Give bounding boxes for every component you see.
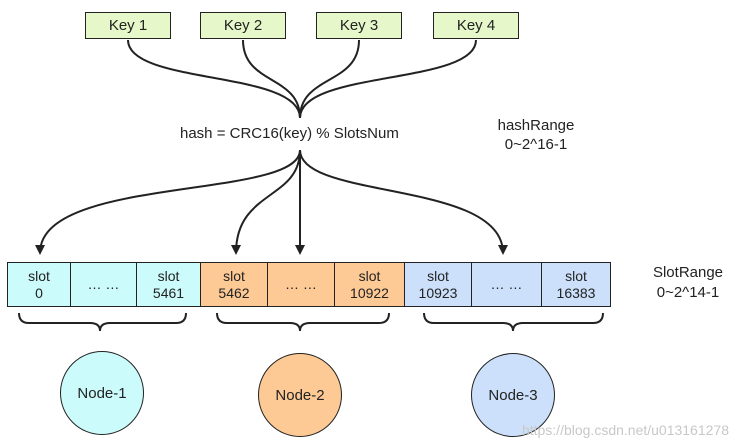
slot-cell: slot 10922: [334, 262, 405, 307]
slot-cell: slot 10923: [404, 262, 472, 307]
slot-ellipsis: … …: [87, 276, 120, 292]
slot-word: slot: [157, 267, 180, 284]
slot-number: 10922: [350, 284, 389, 301]
slot-number: 5462: [218, 284, 250, 301]
slot-ellipsis-cell: … …: [267, 262, 335, 307]
key2-connector: [242, 39, 301, 119]
key4-connector: [299, 39, 477, 119]
slot-number: 10923: [418, 284, 458, 301]
hash-formula: hash = CRC16(key) % SlotsNum: [180, 125, 399, 142]
slot-cell: slot 5461: [136, 262, 201, 307]
slot-ellipsis: … …: [490, 276, 523, 292]
key1-connector: [127, 39, 301, 119]
slot-ellipsis-cell: … …: [471, 262, 542, 307]
key-2-box: Key 2: [200, 12, 286, 39]
slot-range-title: SlotRange: [652, 264, 724, 281]
slot-ellipsis-cell: … …: [70, 262, 137, 307]
slot-cell: slot 0: [7, 262, 71, 307]
slot-number: 0: [35, 284, 43, 301]
arrow-to-slot-0: [35, 149, 301, 255]
node-3-circle: Node-3: [471, 353, 555, 437]
slot-word: slot: [565, 267, 587, 284]
slot-range-value: 0~2^14-1: [656, 284, 720, 301]
node-1-circle: Node-1: [60, 351, 144, 435]
slot-word: slot: [427, 267, 449, 284]
slot-cell: slot 5462: [200, 262, 268, 307]
slot-word: slot: [223, 267, 245, 284]
node-2-circle: Node-2: [258, 353, 342, 437]
arrow-to-slot-5462: [231, 149, 301, 255]
watermark: https://blog.csdn.net/u013161278: [521, 422, 729, 438]
node1-brace: [18, 312, 187, 332]
key-4-box: Key 4: [433, 12, 519, 39]
key3-connector: [299, 39, 360, 119]
slot-word: slot: [28, 267, 50, 284]
node3-brace: [423, 312, 604, 332]
slot-number: 16383: [556, 284, 596, 301]
slot-word: slot: [358, 267, 381, 284]
hash-range-title: hashRange: [497, 117, 575, 134]
key-3-box: Key 3: [316, 12, 402, 39]
slot-cell: slot 16383: [541, 262, 611, 307]
slot-ellipsis: … …: [285, 276, 317, 292]
slot-number: 5461: [152, 284, 185, 301]
hash-range-value: 0~2^16-1: [504, 136, 568, 153]
arrow-to-slot-10923-range: [299, 149, 508, 255]
node2-brace: [216, 312, 390, 332]
key-1-box: Key 1: [85, 12, 171, 39]
